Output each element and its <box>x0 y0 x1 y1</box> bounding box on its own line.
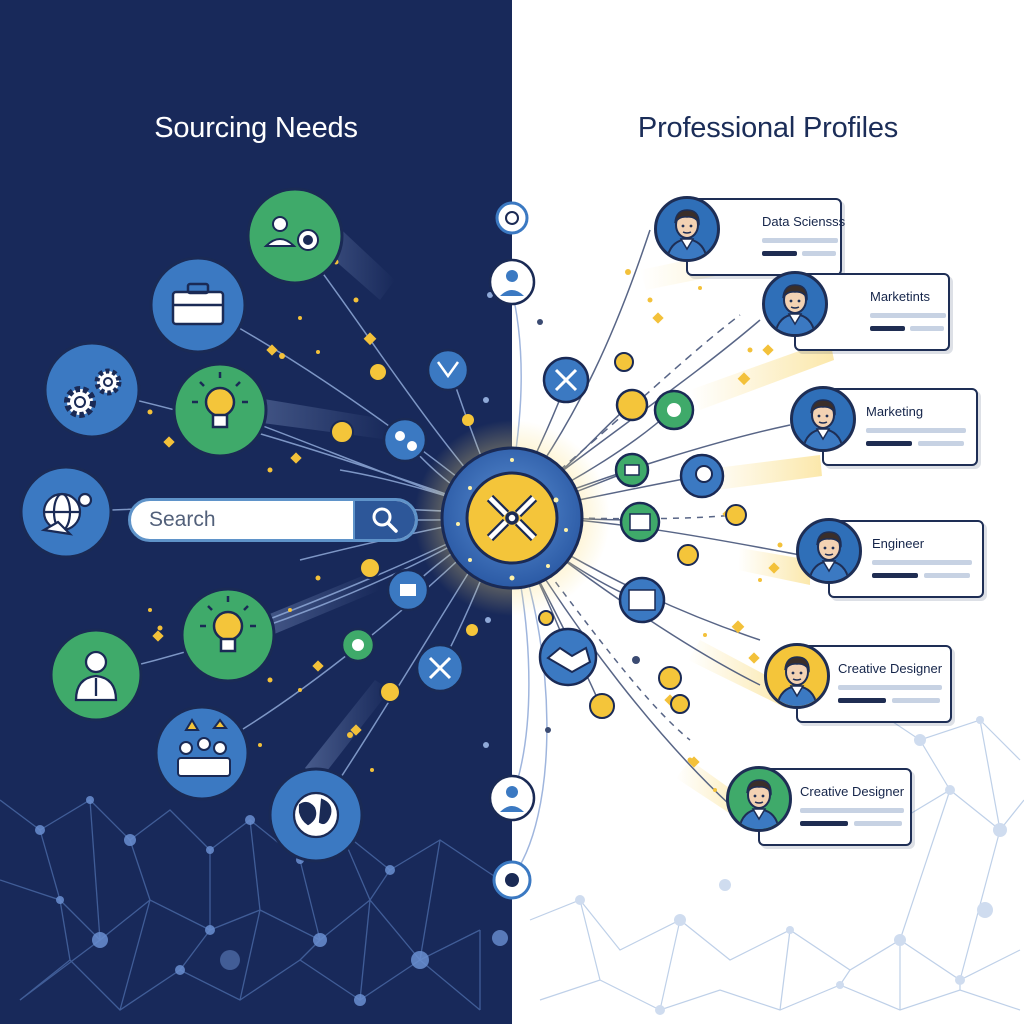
global-network-node[interactable] <box>19 465 113 559</box>
avatar <box>726 766 792 832</box>
person-icon <box>774 284 816 334</box>
central-hub[interactable] <box>414 420 610 616</box>
gears-node[interactable] <box>43 341 141 439</box>
professional-node[interactable] <box>49 628 143 722</box>
handshake-icon <box>546 646 592 674</box>
search-icon <box>372 507 398 533</box>
profile-title: Marketints <box>870 289 930 304</box>
avatar <box>796 518 862 584</box>
briefcase-icon <box>171 282 225 326</box>
gears-icon <box>64 368 122 418</box>
avatar <box>790 386 856 452</box>
network-mesh-left <box>0 799 501 1011</box>
network-mesh-right <box>529 699 1024 1011</box>
network-nodes-right <box>575 716 1007 1015</box>
connect-arrows-icon <box>486 494 538 542</box>
network-nodes-left <box>35 796 429 1006</box>
profile-card[interactable]: Marketing <box>790 386 978 466</box>
lightbulb-icon <box>200 596 256 653</box>
global-network-icon <box>40 492 93 536</box>
profile-title: Creative Designer <box>838 661 943 676</box>
small-nodes-left <box>330 292 493 748</box>
globe-node[interactable] <box>268 767 364 863</box>
search-bar <box>128 498 418 542</box>
profile-detail-lines <box>866 428 966 457</box>
professional-profiles-heading: Professional Profiles <box>637 112 899 144</box>
person-icon <box>808 531 850 581</box>
search-input[interactable] <box>131 501 373 539</box>
profile-title: Engineer <box>872 536 925 551</box>
profile-title: Data Sciensss <box>762 214 846 229</box>
team-icon <box>177 718 231 777</box>
person-icon <box>666 209 708 259</box>
avatar <box>654 196 720 262</box>
divider-nodes <box>488 201 551 946</box>
team-gear-icon <box>263 216 319 251</box>
profile-title: Creative Designer <box>800 784 905 799</box>
sourcing-needs-heading: Sourcing Needs <box>154 112 358 144</box>
person-icon <box>738 779 780 829</box>
profile-card[interactable]: Creative Designer <box>726 766 912 846</box>
briefcase-node[interactable] <box>149 256 247 354</box>
lightbulb-node-bottom[interactable] <box>180 587 276 683</box>
profile-detail-lines <box>800 808 904 837</box>
globe-icon <box>292 791 340 839</box>
profile-card[interactable]: Creative Designer <box>764 643 952 723</box>
avatar <box>762 271 828 337</box>
person-icon <box>776 656 818 706</box>
profile-card[interactable]: Marketints <box>762 271 950 351</box>
profile-card[interactable]: Data Sciensss <box>654 196 846 276</box>
avatar <box>764 643 830 709</box>
profile-card[interactable]: Engineer <box>796 518 984 598</box>
team-node[interactable] <box>154 705 250 801</box>
small-nodes-right <box>538 352 747 719</box>
profile-detail-lines <box>870 313 946 342</box>
lightbulb-icon <box>192 372 248 429</box>
team-gear-node[interactable] <box>246 187 344 285</box>
search-button[interactable] <box>353 501 415 539</box>
sparkles <box>147 259 783 792</box>
profile-detail-lines <box>838 685 942 714</box>
person-icon <box>802 399 844 449</box>
profile-title: Marketing <box>866 404 924 419</box>
professional-icon <box>74 650 118 702</box>
profile-detail-lines <box>872 560 972 589</box>
profile-detail-lines <box>762 238 838 267</box>
lightbulb-node-top[interactable] <box>172 362 268 458</box>
